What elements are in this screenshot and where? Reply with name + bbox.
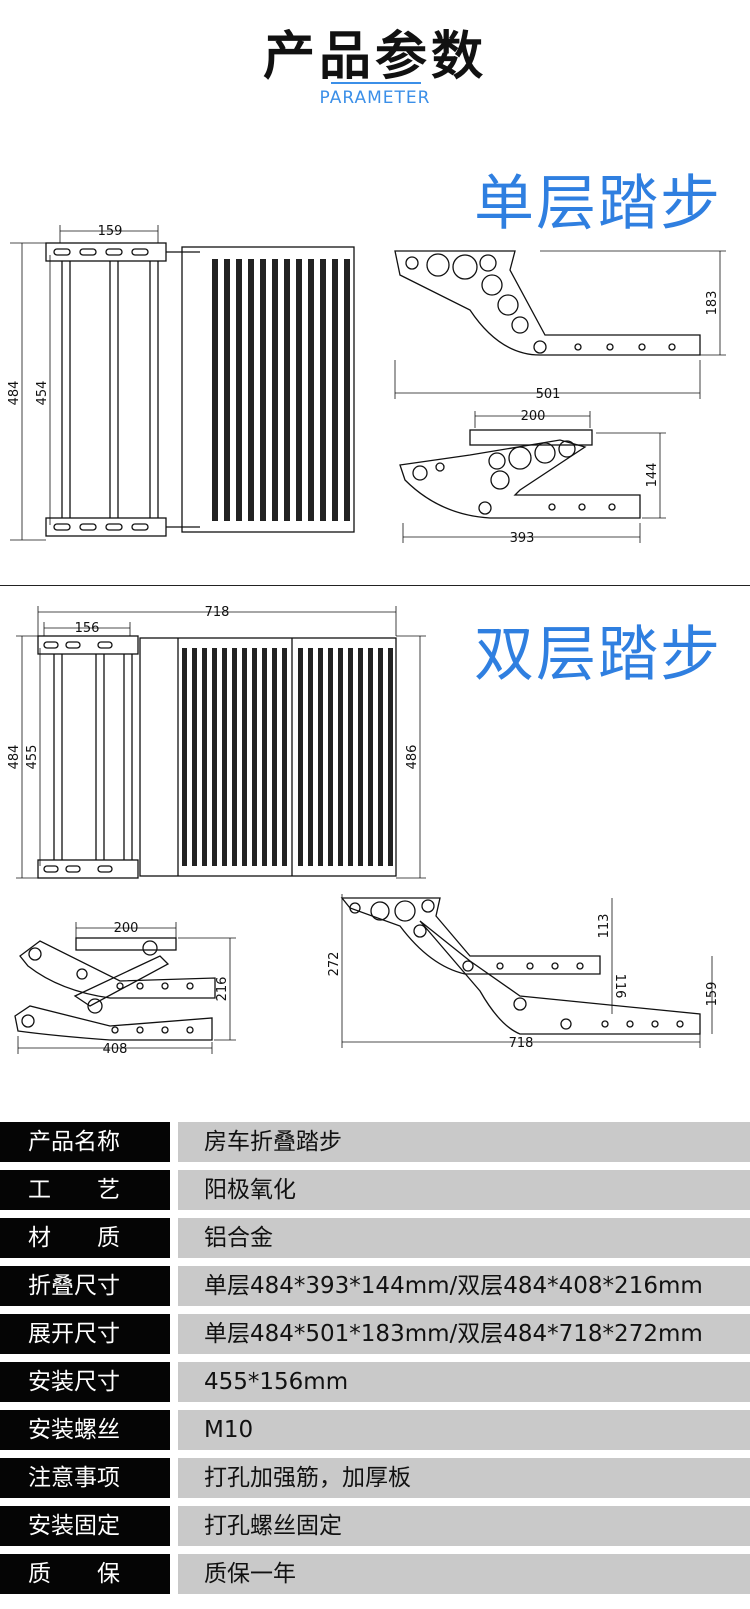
single-side-folded-view (399, 429, 641, 519)
spec-key: 材 质 (0, 1218, 170, 1258)
dim-double-fold-top: 200 (114, 921, 139, 936)
spec-value: 单层484*501*183mm/双层484*718*272mm (178, 1314, 750, 1354)
spec-row: 注意事项打孔加强筋，加厚板 (0, 1458, 750, 1498)
dim-double-open-top: 113 (597, 914, 612, 939)
dim-double-total-width: 718 (205, 605, 230, 620)
dim-double-inner-height: 455 (25, 745, 40, 770)
section-divider (0, 585, 750, 586)
spec-value: 打孔螺丝固定 (178, 1506, 750, 1546)
dim-double-open-height: 272 (327, 952, 342, 977)
double-step-section: 双层踏步 718 156 484 455 486 (0, 586, 750, 1106)
double-side-open-view (340, 897, 701, 1035)
spec-value: 房车折叠踏步 (178, 1122, 750, 1162)
dim-single-open-height: 183 (705, 291, 720, 316)
spec-row: 展开尺寸单层484*501*183mm/双层484*718*272mm (0, 1314, 750, 1354)
spec-row: 质 保质保一年 (0, 1554, 750, 1594)
spec-key: 产品名称 (0, 1122, 170, 1162)
spec-value: 单层484*393*144mm/双层484*408*216mm (178, 1266, 750, 1306)
double-step-drawing: 718 156 484 455 486 (7, 605, 720, 1057)
dim-double-fold-length: 408 (103, 1042, 128, 1057)
spec-key: 注意事项 (0, 1458, 170, 1498)
dim-double-frame-width: 156 (75, 621, 100, 636)
spec-value: M10 (178, 1410, 750, 1450)
spec-row: 工 艺阳极氧化 (0, 1170, 750, 1210)
spec-value: 455*156mm (178, 1362, 750, 1402)
dim-single-open-length: 501 (536, 387, 561, 402)
spec-row: 折叠尺寸单层484*393*144mm/双层484*408*216mm (0, 1266, 750, 1306)
spec-value: 铝合金 (178, 1218, 750, 1258)
dim-double-fold-height: 216 (215, 977, 230, 1002)
page-title: 产品参数 (262, 27, 487, 87)
double-side-folded-view (14, 937, 216, 1041)
spec-key: 安装固定 (0, 1506, 170, 1546)
dim-single-top-width: 159 (98, 224, 123, 239)
dim-double-open-low: 159 (705, 982, 720, 1007)
spec-key: 质 保 (0, 1554, 170, 1594)
dim-single-fold-length: 393 (510, 531, 535, 546)
page-header: 产品参数 PARAMETER (0, 0, 750, 120)
dim-double-step-height: 486 (405, 745, 420, 770)
dim-double-open-length: 718 (509, 1036, 534, 1051)
spec-key: 安装螺丝 (0, 1410, 170, 1450)
spec-row: 材 质铝合金 (0, 1218, 750, 1258)
spec-key: 安装尺寸 (0, 1362, 170, 1402)
single-step-section: 单层踏步 (0, 135, 750, 585)
spec-key: 折叠尺寸 (0, 1266, 170, 1306)
double-step-title: 双层踏步 (474, 620, 722, 690)
dim-single-outer-height: 484 (7, 381, 22, 406)
dim-double-outer-height: 484 (7, 745, 22, 770)
single-step-plate (181, 246, 355, 533)
single-step-drawing: 159 484 454 501 183 (7, 224, 726, 546)
dim-double-open-mid: 116 (612, 974, 627, 999)
spec-row: 产品名称房车折叠踏步 (0, 1122, 750, 1162)
single-side-open-view (394, 250, 701, 356)
page-subtitle: PARAMETER (319, 88, 431, 108)
dim-single-fold-height: 144 (645, 463, 660, 488)
spec-value: 阳极氧化 (178, 1170, 750, 1210)
dim-single-inner-height: 454 (35, 381, 50, 406)
dim-single-fold-top: 200 (521, 409, 546, 424)
spec-key: 工 艺 (0, 1170, 170, 1210)
spec-key: 展开尺寸 (0, 1314, 170, 1354)
single-step-title: 单层踏步 (474, 169, 722, 239)
spec-value: 质保一年 (178, 1554, 750, 1594)
spec-value: 打孔加强筋，加厚板 (178, 1458, 750, 1498)
title-underline (331, 82, 421, 84)
spec-row: 安装固定打孔螺丝固定 (0, 1506, 750, 1546)
